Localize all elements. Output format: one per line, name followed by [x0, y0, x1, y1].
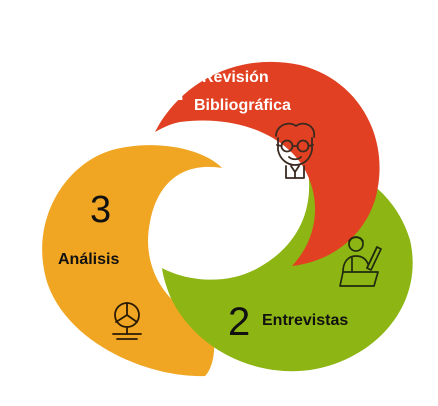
step-3-number: 3: [90, 189, 111, 231]
step-3-label: Análisis: [58, 251, 119, 268]
person-writing-icon: [339, 236, 382, 287]
segment-revision: [155, 61, 380, 266]
pie-chart-monitor-icon: [112, 302, 142, 340]
step-1-label-line-2: Bibliográfica: [194, 97, 291, 114]
step-1-number: 1: [159, 58, 185, 110]
step-2-label: Entrevistas: [262, 312, 348, 329]
nerd-glasses-person-icon: [275, 122, 316, 179]
segment-analisis: [42, 145, 222, 377]
step-1-label-line-1: Revisión: [202, 69, 269, 86]
step-2-number: 2: [228, 300, 250, 344]
